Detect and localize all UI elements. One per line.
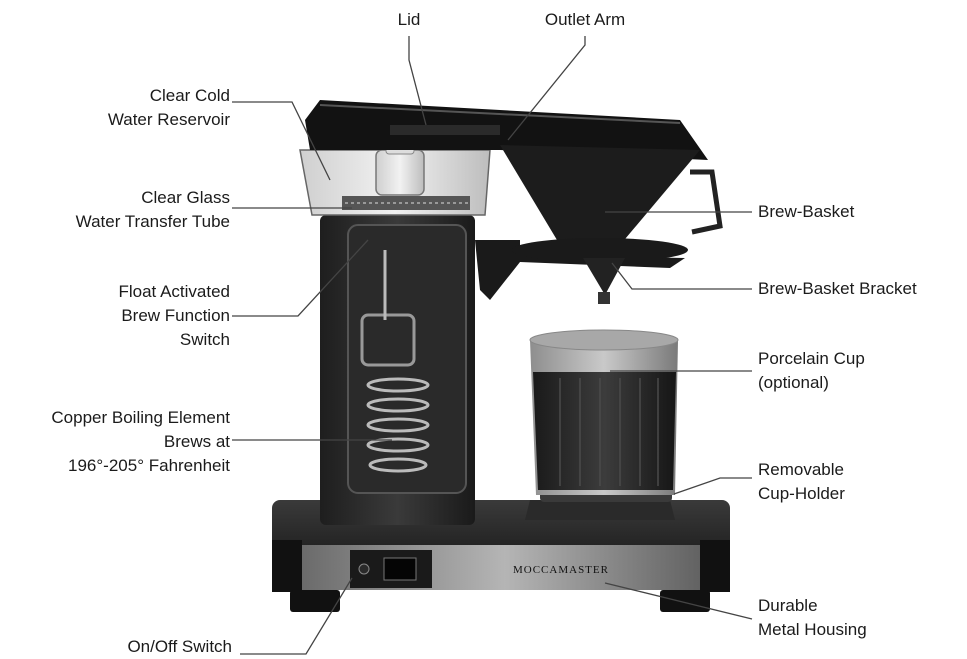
leader-brew-basket-bracket	[611, 262, 752, 290]
leader-lid	[408, 36, 427, 126]
leader-on-off	[240, 577, 353, 655]
brew-basket	[500, 145, 723, 245]
porcelain-cup	[529, 329, 679, 495]
label-porcelain-cup: Porcelain Cup(optional)	[758, 349, 865, 392]
brew-basket-bracket	[475, 238, 688, 304]
water-reservoir-body	[299, 149, 491, 525]
label-brew-basket: Brew-Basket	[758, 202, 855, 221]
label-brew-basket-bracket: Brew-Basket Bracket	[758, 279, 917, 298]
label-outlet-arm: Outlet Arm	[544, 10, 626, 29]
leader-lines	[232, 36, 753, 655]
leader-cup-holder	[673, 477, 752, 495]
boiling-element	[360, 250, 430, 473]
label-on-off-switch: On/Off Switch	[127, 637, 232, 656]
label-lid: Lid	[397, 10, 421, 29]
brand-plate: MOCCAMASTER	[513, 564, 609, 576]
leader-reservoir	[232, 101, 331, 181]
leader-float-switch	[232, 239, 369, 317]
leader-outlet-arm	[507, 36, 586, 141]
leader-housing	[604, 582, 753, 620]
lid	[305, 100, 708, 160]
on-off-switch	[350, 550, 432, 588]
